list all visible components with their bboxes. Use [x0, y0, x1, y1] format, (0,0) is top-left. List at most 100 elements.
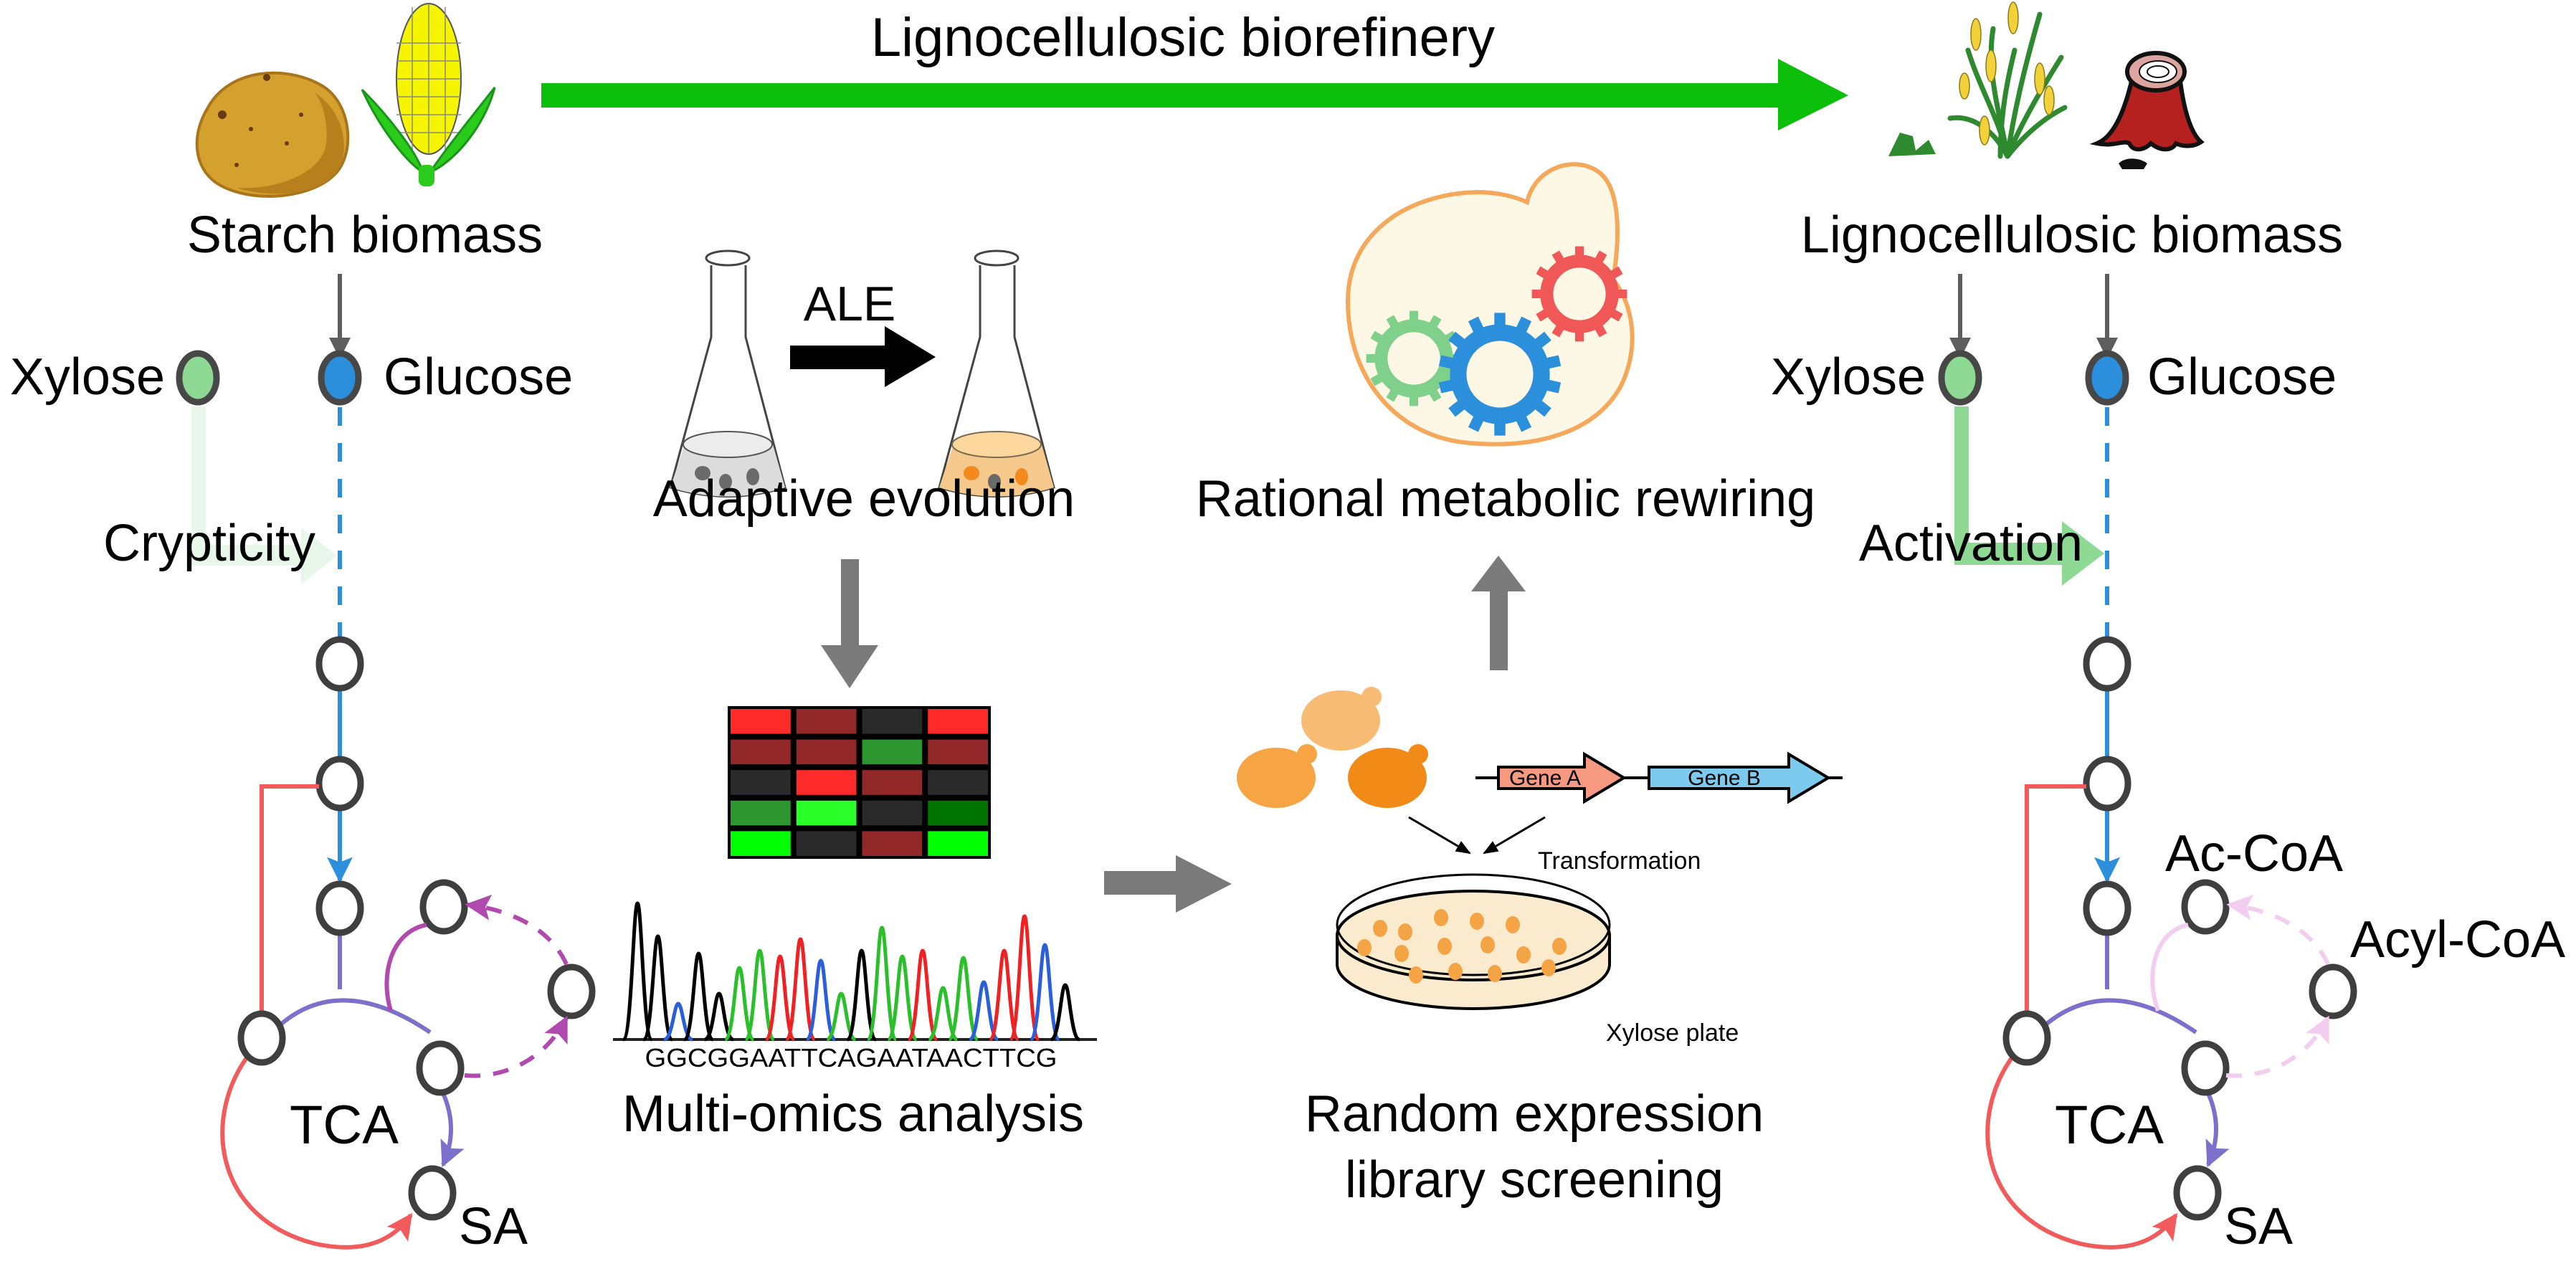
right-activation-label: Activation [1859, 515, 2083, 572]
right-sa-node [2173, 1165, 2222, 1221]
lignocellulosic-biomass-label: Lignocellulosic biomass [1801, 206, 2343, 264]
heatmap-cell [796, 770, 857, 795]
chromatogram-peak [703, 991, 734, 1042]
colony [1488, 965, 1502, 982]
gear-red-icon [1531, 246, 1627, 342]
left-tca-right-arc [440, 1092, 465, 1168]
heatmap-cell [862, 739, 923, 765]
chromatogram-peak [1050, 983, 1081, 1042]
left-xylose-node [176, 350, 220, 406]
ac-coa-label: Ac-CoA [2165, 825, 2343, 882]
heatmap-cell [796, 739, 857, 765]
colony [1409, 966, 1423, 984]
library-caption-line1: Random expression [1305, 1085, 1764, 1143]
right-tca-label: TCA [2055, 1095, 2164, 1156]
leaf-debris-icon [1888, 133, 1936, 156]
chromatogram-peak [621, 901, 654, 1042]
yeast-cell-medium [1237, 748, 1316, 808]
chromatogram-peak [1029, 943, 1061, 1042]
chromatogram-peak [928, 986, 959, 1042]
right-xylose-node [1938, 350, 1982, 406]
right-sa-label: SA [2224, 1198, 2293, 1255]
page-title: Lignocellulosic biorefinery [871, 7, 1495, 68]
heatmap-cell [862, 770, 923, 795]
heatmap-cell [928, 709, 988, 734]
colony [1398, 923, 1412, 941]
gene-b-block [1648, 751, 1831, 804]
chromatogram-peak [784, 937, 817, 1042]
colony [1506, 916, 1520, 933]
heatmap-cell [928, 831, 988, 856]
heatmap-cell [862, 709, 923, 734]
starch-biomass-label: Starch biomass [187, 206, 543, 264]
heatmap-cell [928, 739, 988, 765]
dna-sequence-label: GGCGGAATTCAGAATAACTTCG [645, 1043, 1058, 1072]
left-glucose-node [318, 350, 362, 406]
right-branch-dashed-up [2226, 894, 2330, 966]
left-xylose-label: Xylose [10, 348, 165, 406]
left-branch-node-right [547, 963, 596, 1019]
chromatogram-peak [886, 954, 918, 1042]
chromatogram-peak [1008, 914, 1041, 1042]
right-tca-node-a [2002, 1010, 2051, 1066]
corn-icon [361, 3, 496, 186]
chromatogram-peak [988, 948, 1020, 1042]
grass-ears [1959, 1, 2055, 146]
gene-b-label: Gene B [1688, 766, 1761, 790]
heatmap-cell [731, 770, 791, 795]
left-node-2 [315, 756, 364, 812]
xylose-plate-label: Xylose plate [1606, 1019, 1739, 1047]
flask-after-icon [938, 249, 1055, 498]
gene-construct [1475, 751, 1843, 804]
chromatogram-peak [968, 980, 999, 1042]
heatmap-cell [862, 800, 923, 826]
right-tca-node-b [2181, 1040, 2230, 1096]
gene-a-label: Gene A [1509, 766, 1581, 790]
right-acyl-coa-node [2309, 963, 2357, 1019]
right-tca-red-arc [1985, 1052, 2178, 1250]
left-red-bypass [260, 784, 319, 1017]
right-branch-dashed-down [2225, 1015, 2330, 1078]
right-xylose-label: Xylose [1771, 348, 1926, 406]
heatmap-cell [731, 831, 791, 856]
grass-icon [1947, 11, 2068, 159]
chromatogram-peak [906, 948, 939, 1042]
transformation-arrow-right [1483, 816, 1546, 855]
right-node-2 [2083, 756, 2131, 812]
right-glucose-label: Glucose [2147, 348, 2337, 406]
ale-label: ALE [804, 277, 896, 331]
left-tca-top-arc [277, 998, 432, 1034]
left-tca-node-a [237, 1010, 286, 1066]
yeast-cells-group [1237, 687, 1428, 808]
left-tca-red-arc [220, 1052, 413, 1250]
yeast-cell-light [1301, 690, 1380, 751]
colony [1448, 963, 1463, 980]
chromatogram-peak [826, 991, 857, 1042]
left-tca-label: TCA [290, 1095, 399, 1156]
left-tca-node-b [416, 1040, 465, 1096]
acyl-coa-label: Acyl-CoA [2350, 911, 2565, 969]
heatmap-cell [731, 800, 791, 826]
left-node-1 [315, 636, 364, 692]
rational-rewiring-caption: Rational metabolic rewiring [1196, 470, 1815, 528]
expression-heatmap [728, 706, 991, 859]
chromatogram-peak [764, 954, 797, 1042]
chromatogram-peak [743, 948, 776, 1042]
colonies [1357, 909, 1567, 984]
left-branch-dashed-down [464, 1015, 569, 1078]
colony [1373, 920, 1387, 937]
potato-icon [195, 71, 350, 198]
right-node-1 [2083, 636, 2131, 692]
chromatogram-peak [683, 951, 715, 1042]
left-branch-node-top [419, 879, 468, 935]
omics-to-library-arrow [1104, 855, 1232, 913]
heatmap-cell [928, 800, 988, 826]
multi-omics-caption: Multi-omics analysis [622, 1085, 1084, 1143]
left-sa-node [408, 1165, 457, 1221]
colony [1434, 909, 1448, 926]
left-branch-solid [384, 923, 427, 1012]
chromatogram-peak [663, 1001, 693, 1042]
left-sa-label: SA [459, 1198, 528, 1255]
sequencing-chromatogram [613, 901, 1097, 1042]
right-ac-coa-node [2181, 879, 2230, 935]
